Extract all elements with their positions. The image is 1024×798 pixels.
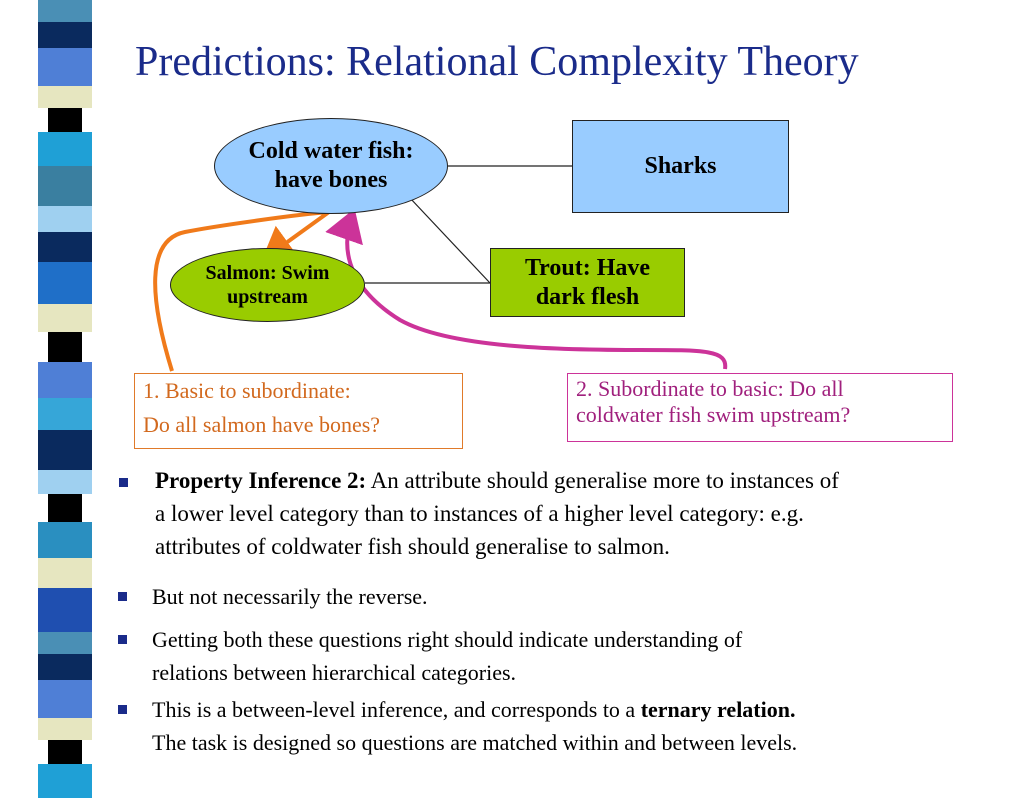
stripe-segment (48, 108, 82, 132)
bullet-3-line1: Getting both these questions right shoul… (152, 627, 743, 652)
node-trout-line2: dark flesh (535, 283, 640, 310)
node-sharks: Sharks (572, 120, 789, 213)
stripe-segment (38, 632, 92, 654)
node-coldwater-fish: Cold water fish: have bones (214, 118, 448, 214)
node-salmon-line1: Salmon: Swim (205, 262, 330, 284)
bullet-1-line3: attributes of coldwater fish should gene… (155, 534, 670, 559)
stripe-segment (38, 362, 92, 398)
bullet-1-line1: Property Inference 2: An attribute shoul… (155, 464, 1015, 497)
stripe-segment (38, 764, 92, 798)
bullet-4-prefix: This is a between-level inference, and c… (152, 697, 641, 722)
stripe-segment (38, 132, 92, 166)
bullet-not-reverse: But not necessarily the reverse. (118, 580, 1012, 613)
question-subordinate-to-basic: 2. Subordinate to basic: Do all coldwate… (567, 373, 953, 442)
node-salmon: Salmon: Swim upstream (170, 248, 365, 322)
bullet-ternary-relation: This is a between-level inference, and c… (118, 693, 1012, 759)
bullet-1-bold: Property Inference 2: (155, 468, 367, 493)
stripe-segment (38, 262, 92, 304)
bullet-4-line2: The task is designed so questions are ma… (152, 730, 798, 755)
stripe-segment (38, 558, 92, 588)
node-trout: Trout: Have dark flesh (490, 248, 685, 317)
stripe-segment (38, 206, 92, 232)
slide-title: Predictions: Relational Complexity Theor… (135, 39, 859, 85)
bullet-both-questions: Getting both these questions right shoul… (118, 623, 1012, 689)
stripe-segment (48, 740, 82, 764)
question-basic-to-subordinate: 1. Basic to subordinate: Do all salmon h… (134, 373, 463, 449)
bullet-property-inference: Property Inference 2: An attribute shoul… (119, 464, 1015, 563)
node-coldwater-line2: have bones (274, 167, 388, 193)
stripe-segment (38, 232, 92, 262)
bullet-square-icon (119, 478, 128, 487)
stripe-segment (38, 0, 92, 22)
stripe-segment (38, 304, 92, 332)
bullet-square-icon (118, 592, 127, 601)
bullet-2-line1: But not necessarily the reverse. (152, 584, 428, 609)
node-sharks-label: Sharks (644, 153, 717, 180)
stripe-segment (48, 332, 82, 362)
node-coldwater-line1: Cold water fish: (248, 138, 414, 165)
question-2-line1: 2. Subordinate to basic: Do all (576, 376, 844, 401)
node-trout-line1: Trout: Have (524, 254, 651, 281)
question-1-line1: 1. Basic to subordinate: (143, 378, 351, 403)
bullet-1-text: An attribute should generalise more to i… (366, 468, 839, 493)
stripe-segment (38, 470, 92, 494)
stripe-segment (38, 430, 92, 470)
question-2-line2: coldwater fish swim upstream? (576, 402, 851, 428)
node-salmon-line2: upstream (227, 286, 308, 308)
stripe-segment (38, 680, 92, 718)
stripe-segment (38, 654, 92, 680)
stripe-segment (38, 588, 92, 632)
stripe-segment (38, 718, 92, 740)
bullet-1-line2: a lower level category than to instances… (155, 501, 804, 526)
stripe-segment (38, 166, 92, 206)
question-1-line2: Do all salmon have bones? (143, 412, 381, 438)
stripe-segment (38, 48, 92, 86)
bullet-square-icon (118, 635, 127, 644)
edge-coldwater-trout (409, 197, 491, 284)
bullet-4-line1: This is a between-level inference, and c… (152, 693, 1012, 726)
arrow-basic-to-subordinate (153, 209, 336, 372)
bullet-square-icon (118, 705, 127, 714)
stripe-segment (38, 86, 92, 108)
stripe-segment (38, 522, 92, 558)
stripe-segment (48, 494, 82, 522)
stripe-segment (38, 22, 92, 48)
decorative-stripe-bar (38, 0, 92, 798)
bullet-4-bold: ternary relation. (640, 697, 796, 722)
bullet-3-line2: relations between hierarchical categorie… (152, 660, 517, 685)
stripe-segment (38, 398, 92, 430)
